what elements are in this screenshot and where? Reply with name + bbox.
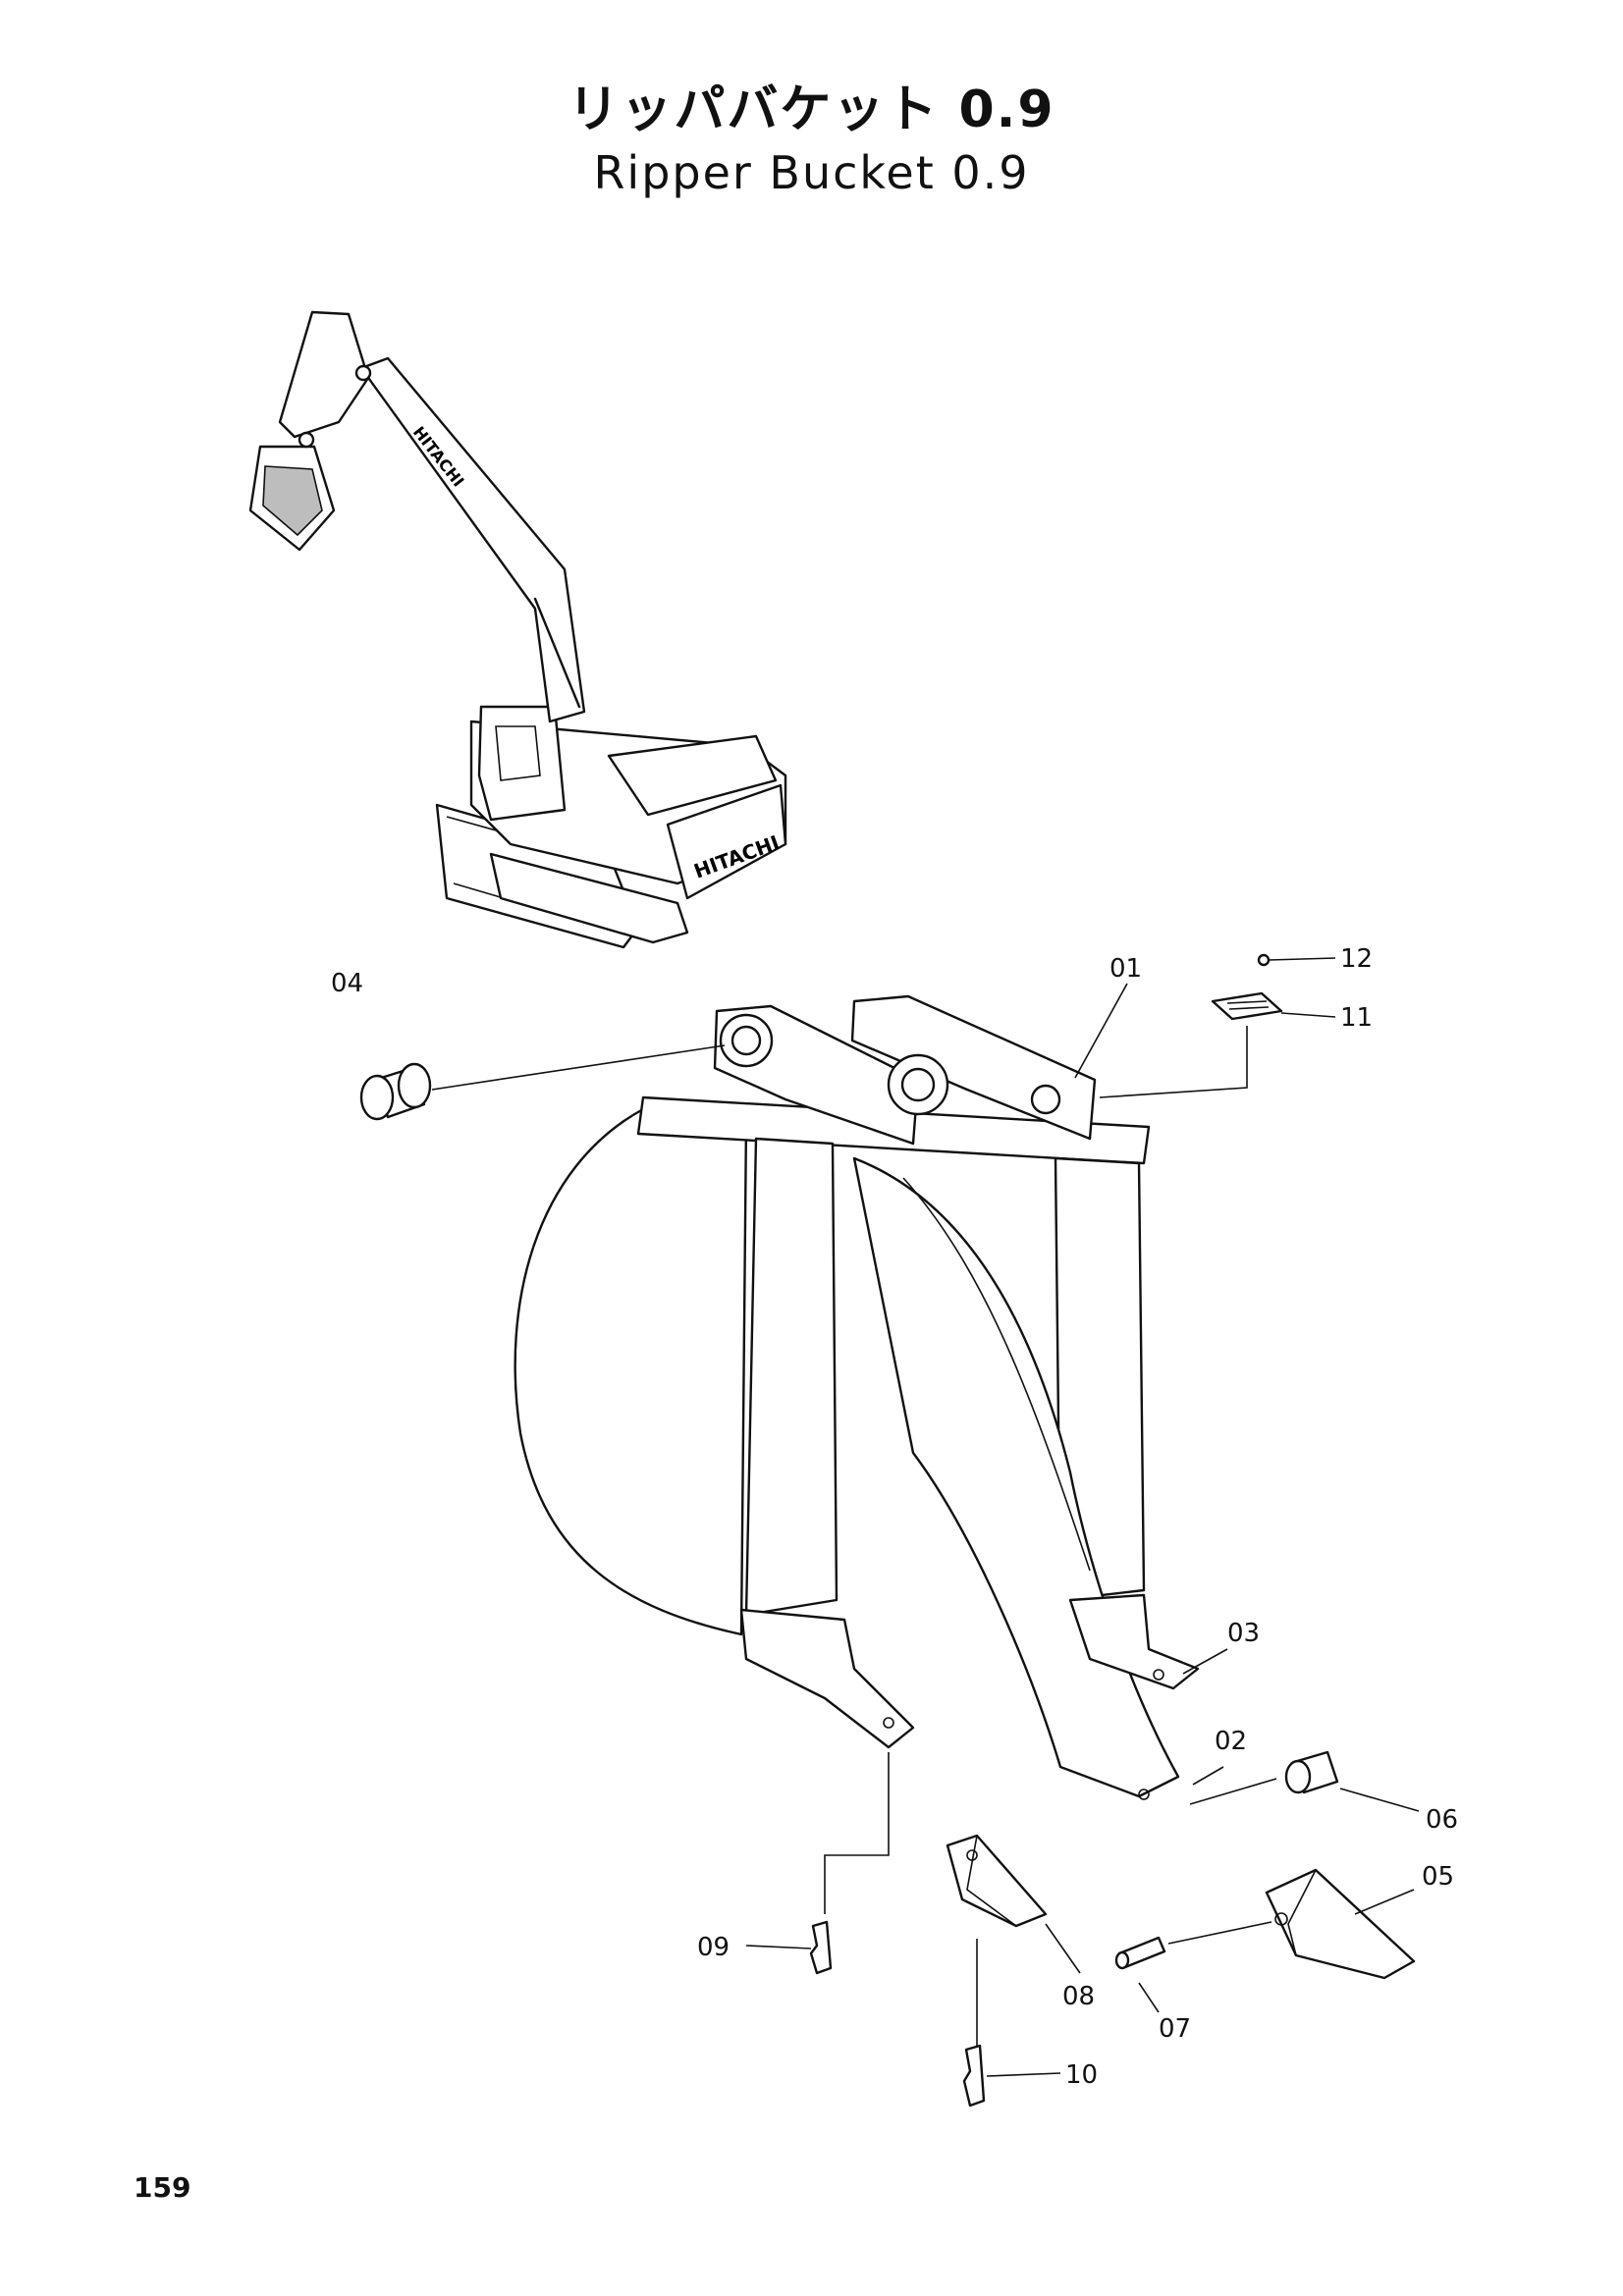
part-07-pin [1114, 1936, 1166, 1970]
callout-12: 12 [1340, 944, 1373, 974]
callout-05: 05 [1422, 1862, 1454, 1892]
part-06-pin [1284, 1750, 1339, 1794]
excavator-illustration: HITACHI HITACHI [248, 310, 787, 949]
leader-03 [1182, 1648, 1228, 1675]
leader-02 [1192, 1766, 1224, 1786]
part-11-plate [1211, 991, 1283, 1021]
callout-09: 09 [697, 1933, 730, 1962]
callout-04: 04 [331, 969, 363, 998]
leader-06-label [1339, 1788, 1420, 1812]
title-english: Ripper Bucket 0.9 [593, 146, 1030, 199]
part-05-tooth [1265, 1868, 1416, 1980]
callout-11: 11 [1340, 1003, 1373, 1033]
leader-01 [1074, 983, 1128, 1079]
callout-08: 08 [1062, 1982, 1095, 2011]
page-number: 159 [134, 2171, 191, 2204]
leader-08-label [1045, 1923, 1081, 1974]
leader-10-label [986, 2072, 1061, 2077]
part-12-screw [1257, 953, 1271, 967]
page-title: リッパバケット 0.9 Ripper Bucket 0.9 [0, 77, 1623, 202]
callout-02: 02 [1215, 1727, 1247, 1756]
ripper-bucket-assembly [514, 994, 1200, 1800]
part-09-lock [809, 1920, 833, 1975]
callout-01: 01 [1109, 954, 1142, 984]
title-japanese: リッパバケット 0.9 [568, 80, 1055, 139]
leader-09-label [745, 1945, 812, 1949]
part-04-bushing [359, 1062, 432, 1121]
leader-09 [824, 1752, 890, 1914]
part-10-lock [962, 2044, 986, 2108]
leader-11-to-body [1099, 1026, 1248, 1098]
callout-06: 06 [1426, 1805, 1458, 1835]
callout-10: 10 [1065, 2060, 1098, 2090]
part-08-tooth [946, 1834, 1048, 1928]
leader-06 [1189, 1778, 1277, 1805]
leader-07-label [1138, 1982, 1160, 2013]
leader-04 [431, 1044, 726, 1091]
leader-12-label [1268, 957, 1336, 961]
callout-03: 03 [1227, 1619, 1260, 1648]
leader-11-label [1280, 1012, 1336, 1018]
leader-05-label [1354, 1889, 1415, 1915]
callout-07: 07 [1159, 2014, 1191, 2044]
leader-07-to-05 [1167, 1921, 1272, 1945]
